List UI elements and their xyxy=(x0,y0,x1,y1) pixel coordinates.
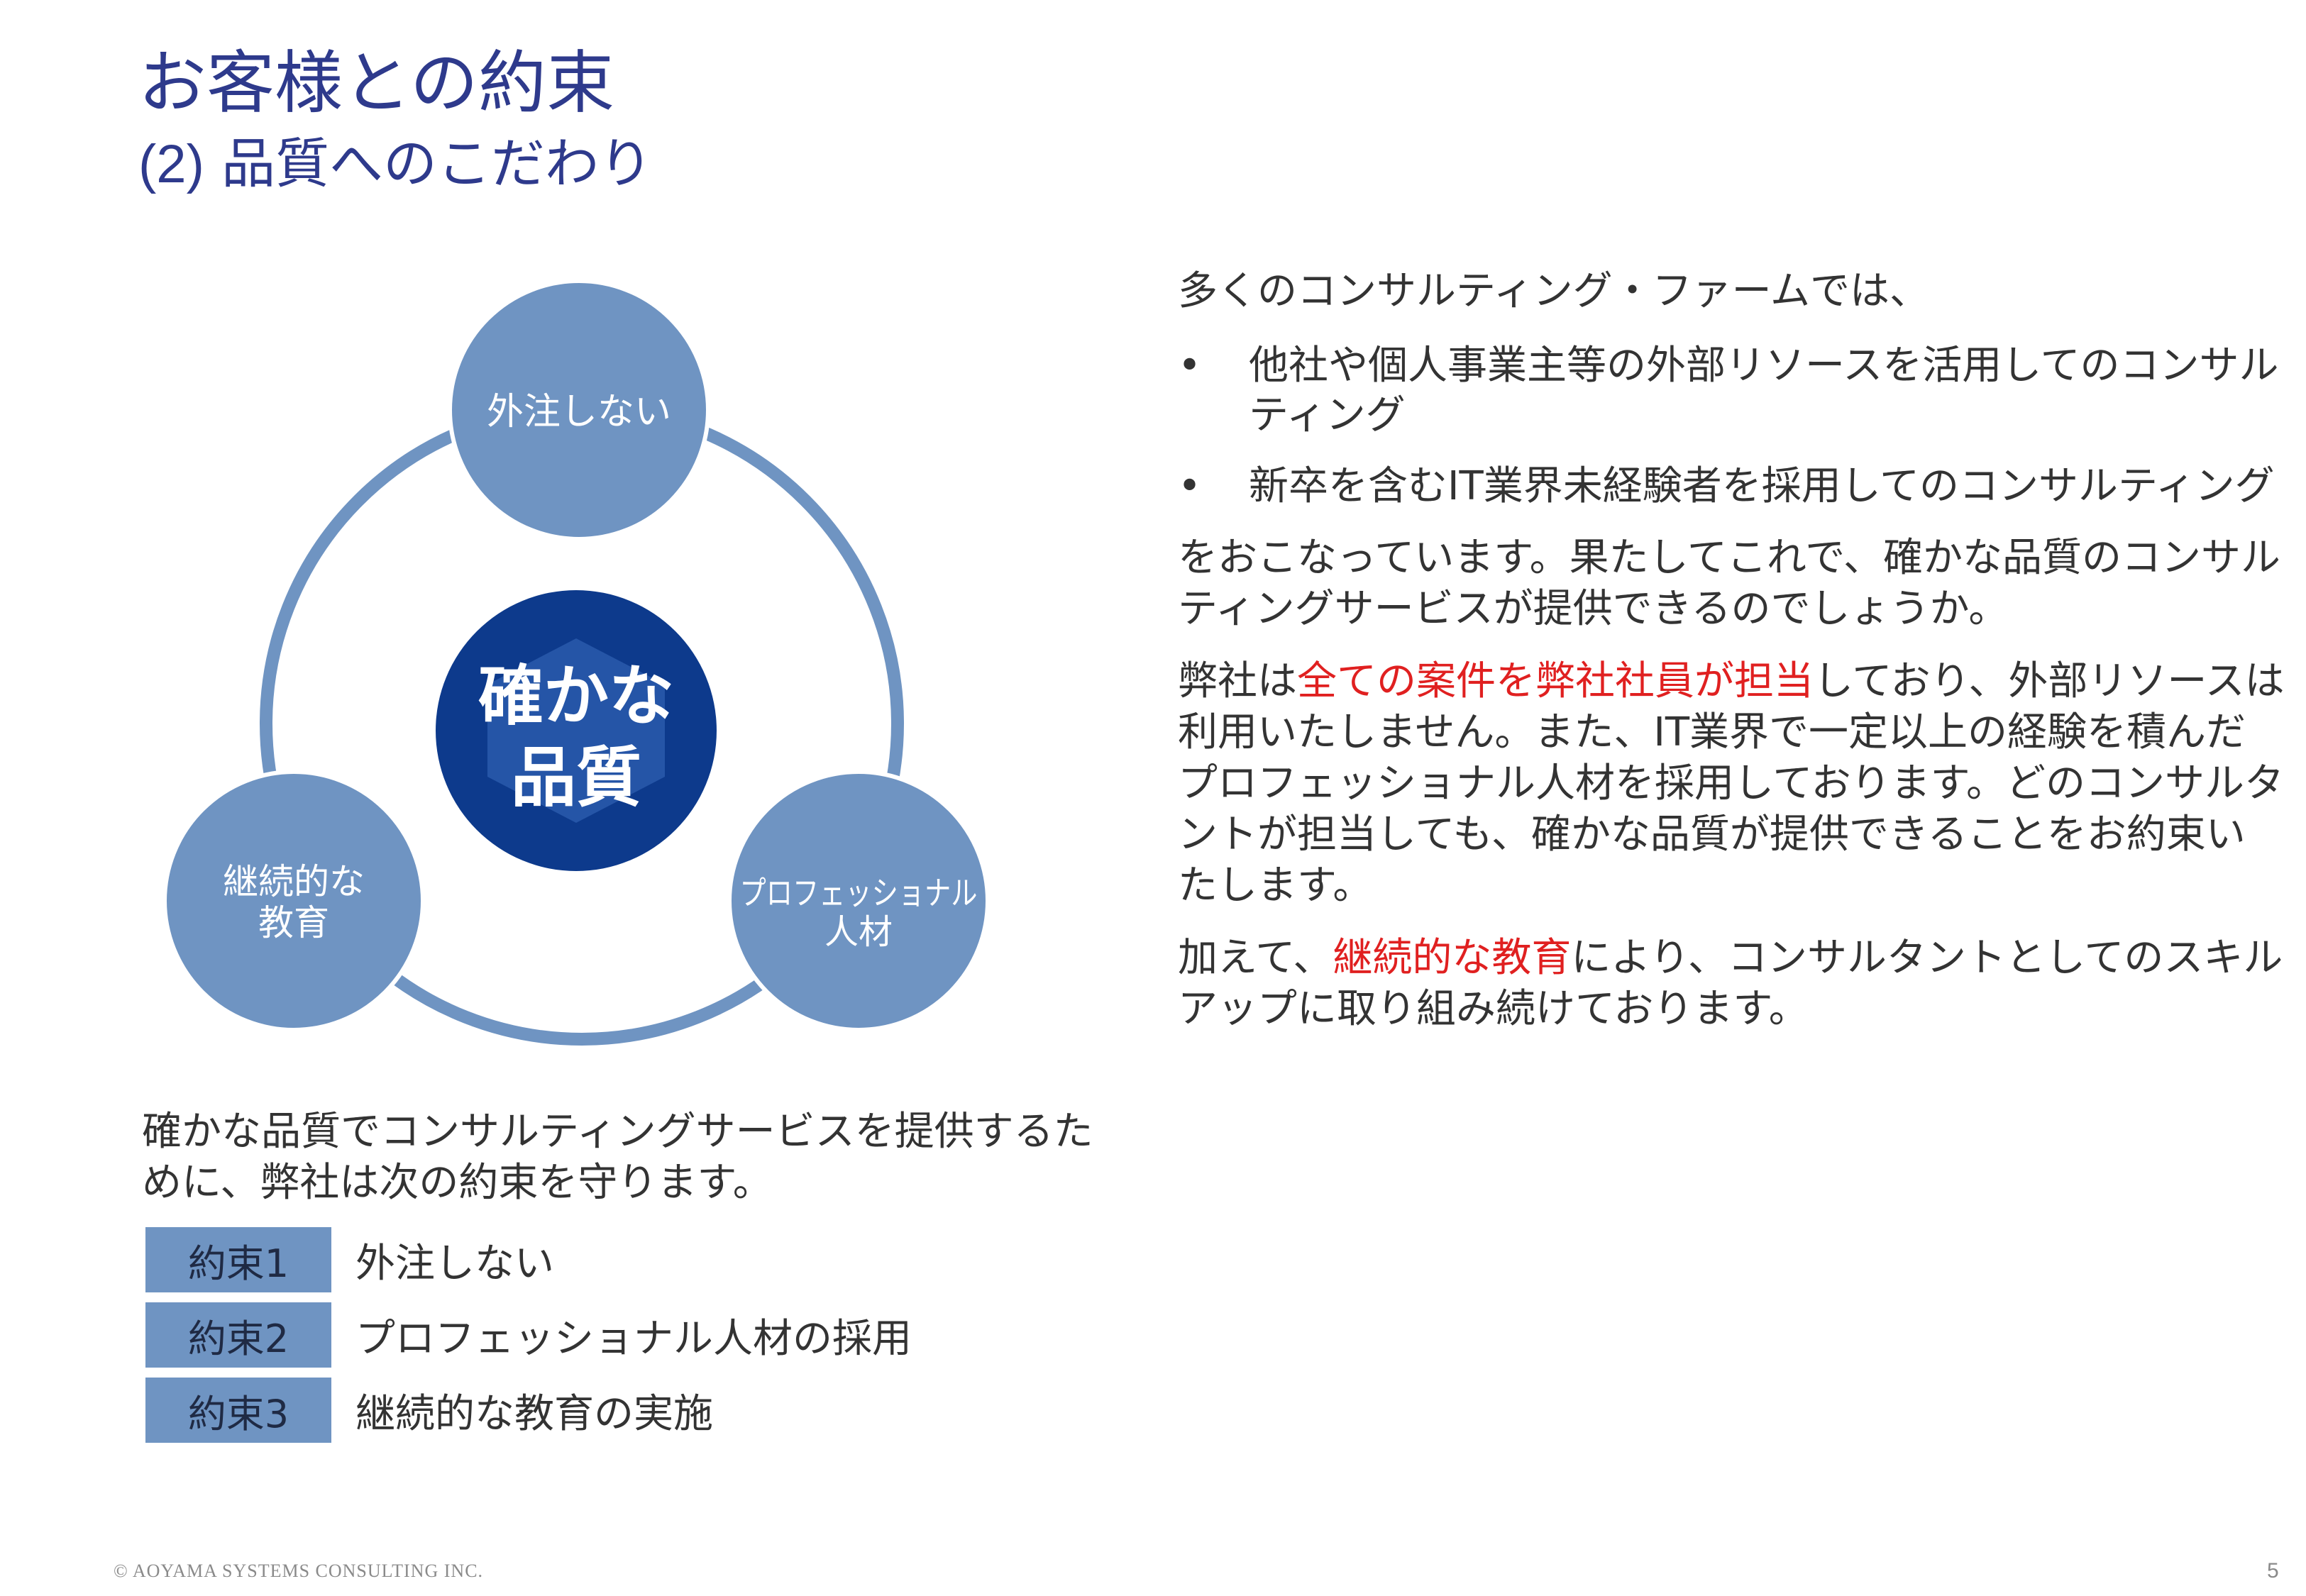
promise-text-1: 外注しない xyxy=(355,1240,554,1287)
subtitle-text: 品質へのこだわり xyxy=(221,132,653,195)
node-left-label-line1: 継続的な xyxy=(223,861,365,902)
center-hexagon xyxy=(487,638,665,823)
page-title: お客様との約束 xyxy=(138,43,615,123)
node-right: プロフェッショナル 人材 xyxy=(727,770,990,1032)
right-column: 多くのコンサルティング・ファームでは、 • 他社や個人事業主等の外部リソースを活… xyxy=(1178,266,2285,1056)
bullet-text-2: 新卒を含むIT業界未経験者を採用してのコンサルティング xyxy=(1249,463,2275,509)
bullet-item-2: • 新卒を含むIT業界未経験者を採用してのコンサルティング xyxy=(1178,462,2285,511)
bullet-item-1: • 他社や個人事業主等の外部リソースを活用してのコンサルティング xyxy=(1178,341,2285,440)
promise-row-3: 約束3 継続的な教育の実施 xyxy=(145,1378,912,1443)
promise-list: 約束1 外注しない 約束2 プロフェッショナル人材の採用 約束3 継続的な教育の… xyxy=(145,1227,912,1453)
promise-text-3: 継続的な教育の実施 xyxy=(355,1390,713,1437)
node-left-label-line2: 教育 xyxy=(258,902,329,943)
intro-text: 多くのコンサルティング・ファームでは、 xyxy=(1178,268,1929,314)
bullet-dot-icon: • xyxy=(1178,343,1202,389)
paragraph-2-pre: 弊社は xyxy=(1178,658,1297,704)
promise-row-2: 約束2 プロフェッショナル人材の採用 xyxy=(145,1302,912,1368)
node-top-label: 外注しない xyxy=(487,391,671,433)
quality-diagram: 外注しない 継続的な 教育 プロフェッショナル 人材 確かな 品質 xyxy=(162,279,990,1046)
node-right-label-line1: プロフェッショナル xyxy=(740,874,978,912)
paragraph-2-post: しており、外部リソースは利用いたしません。また、IT業界で一定以上の経験を積んだ… xyxy=(1178,658,2285,909)
node-left: 継続的な 教育 xyxy=(162,770,425,1032)
promise-row-1: 約束1 外注しない xyxy=(145,1227,912,1292)
paragraph-3-pre: 加えて、 xyxy=(1178,935,1333,981)
page-number: 5 xyxy=(2267,1559,2279,1583)
promise-tag-2: 約束2 xyxy=(145,1302,331,1368)
paragraph-3-post: により、コンサルタントとしてのスキルアップに取り組み続けております。 xyxy=(1178,935,2283,1032)
lead-text: 確かな品質でコンサルティングサービスを提供するために、弊社は次の約束を守ります。 xyxy=(142,1109,1093,1206)
bullet-list: • 他社や個人事業主等の外部リソースを活用してのコンサルティング • 新卒を含む… xyxy=(1178,341,2285,511)
bullet-text-1: 他社や個人事業主等の外部リソースを活用してのコンサルティング xyxy=(1249,343,2279,438)
paragraph-3-highlight: 継続的な教育 xyxy=(1333,935,1572,981)
promise-tag-3: 約束3 xyxy=(145,1378,331,1443)
paragraph-3: 加えて、継続的な教育により、コンサルタントとしてのスキルアップに取り組み続けてお… xyxy=(1178,933,2285,1035)
footer-copyright: © AOYAMA SYSTEMS CONSULTING INC. xyxy=(114,1561,484,1581)
node-center: 確かな 品質 xyxy=(436,590,717,871)
page-subtitle: (2) 品質へのこだわり xyxy=(138,131,653,196)
bullet-dot-icon: • xyxy=(1178,463,1202,509)
center-label-line2: 品質 xyxy=(511,740,641,816)
promise-tag-1: 約束1 xyxy=(145,1227,331,1292)
promise-text-2: プロフェッショナル人材の採用 xyxy=(355,1315,912,1362)
paragraph-2: 弊社は全ての案件を弊社社員が担当しており、外部リソースは利用いたしません。また、… xyxy=(1178,656,2285,911)
paragraph-1: をおこなっています。果たしてこれで、確かな品質のコンサルティングサービスが提供で… xyxy=(1178,535,2280,632)
paragraph-2-highlight: 全ての案件を弊社社員が担当 xyxy=(1297,658,1814,704)
center-label-line1: 確かな xyxy=(478,658,674,734)
subtitle-number: (2) xyxy=(138,134,204,194)
node-right-label-line2: 人材 xyxy=(824,912,893,952)
node-top: 外注しない xyxy=(448,279,710,541)
